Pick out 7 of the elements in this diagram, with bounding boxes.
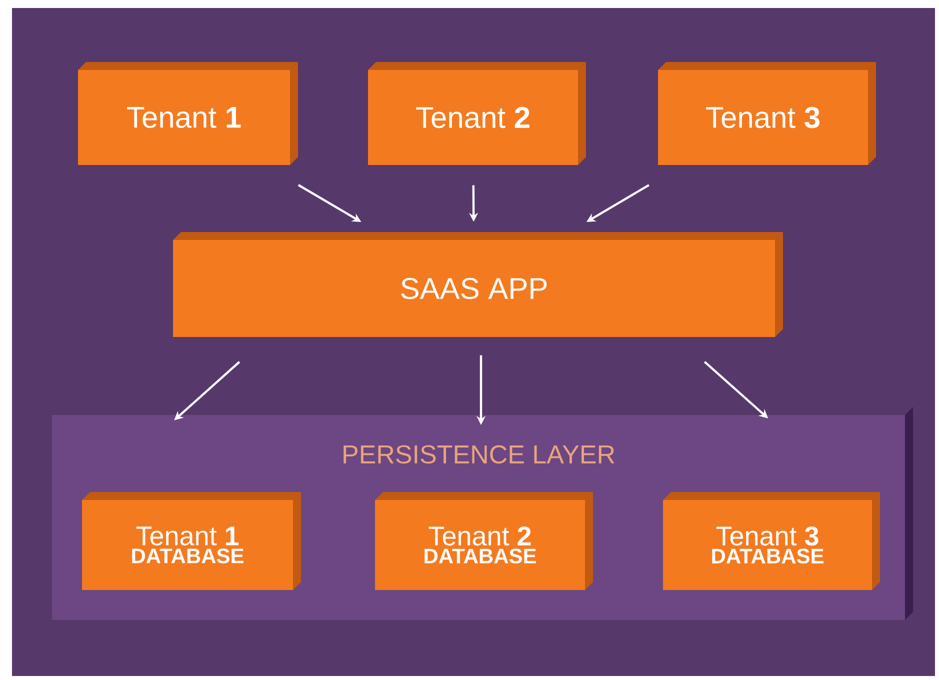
database-box: Tenant 3 DATABASE: [663, 492, 880, 590]
tenant-box: Tenant 2: [368, 62, 586, 165]
tenant-box: Tenant 1: [78, 62, 298, 165]
tenant-box: Tenant 3: [658, 62, 876, 165]
database-box: Tenant 2 DATABASE: [375, 492, 593, 590]
database-box: Tenant 1 DATABASE: [82, 492, 301, 590]
process-box: SAAS APP: [173, 232, 783, 337]
